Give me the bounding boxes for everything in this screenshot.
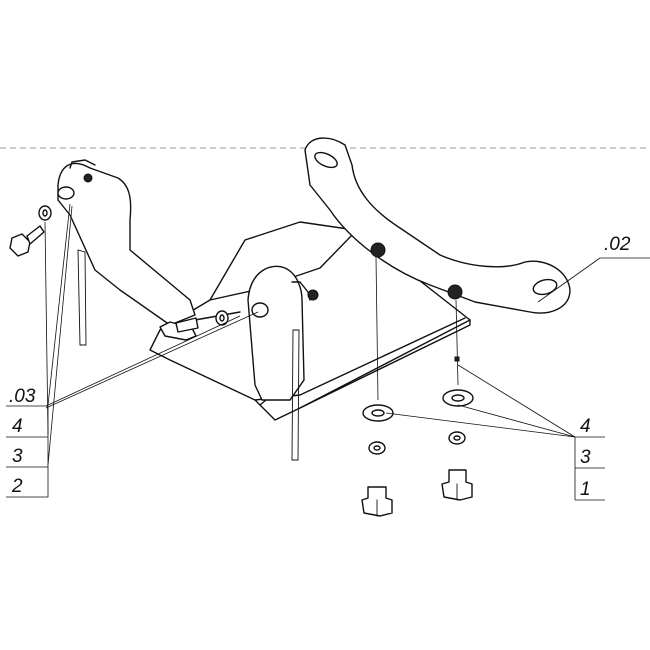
bottom-fasteners xyxy=(361,389,474,517)
left-callout-3: 3 xyxy=(12,446,23,467)
right-callout-2: 4 xyxy=(580,416,591,437)
right-bracket xyxy=(304,137,571,401)
right-bracket-slot-left xyxy=(314,151,338,169)
right-callout-leaders xyxy=(385,257,650,501)
middle-bracket-nut xyxy=(307,289,319,301)
left-bracket-nut xyxy=(83,173,93,183)
middle-bracket-hole xyxy=(251,302,269,318)
left-bracket xyxy=(57,159,196,346)
middle-bracket xyxy=(247,265,319,461)
right-callout-1: .02 xyxy=(604,234,631,255)
right-callout-3: 3 xyxy=(580,447,591,468)
left-callout-1: .03 xyxy=(9,386,36,407)
left-bolt xyxy=(9,225,45,257)
left-callout-4: 2 xyxy=(11,476,23,497)
right-callout-4: 1 xyxy=(580,479,591,500)
right-bracket-nut-2 xyxy=(447,284,463,300)
left-bracket-hole xyxy=(57,186,75,200)
left-callout-leaders xyxy=(6,203,259,498)
right-bracket-slot-right xyxy=(532,278,558,296)
left-callout-2: 4 xyxy=(12,416,23,437)
right-bracket-nut-1 xyxy=(370,242,386,258)
middle-bolt xyxy=(159,317,199,341)
